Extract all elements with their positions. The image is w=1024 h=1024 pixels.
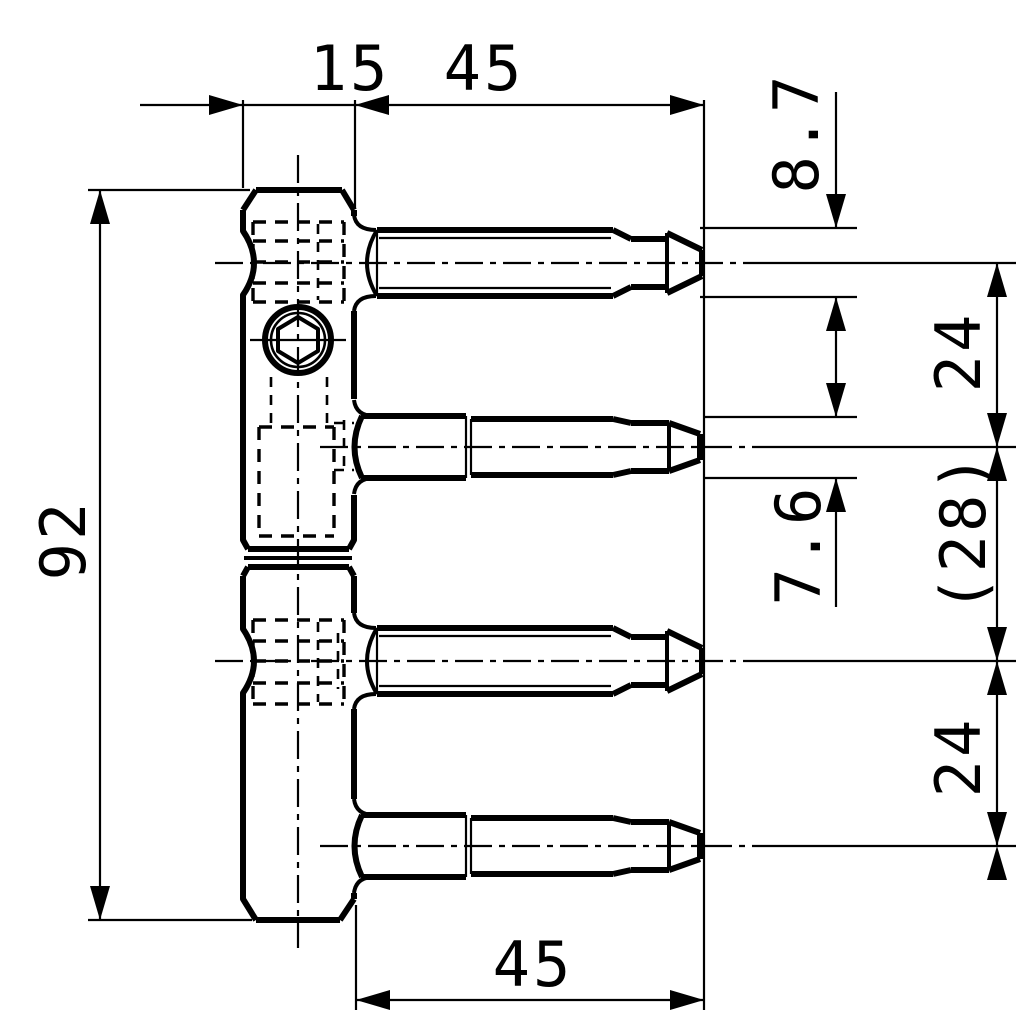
extension-line — [758, 261, 1016, 848]
hex-socket — [262, 304, 334, 376]
knurl-lower-hidden — [251, 618, 346, 706]
hex-bore-hidden — [269, 377, 329, 427]
arrowhead — [356, 990, 390, 1010]
socket-outer-circle — [262, 304, 334, 376]
dimension-left: 92 — [27, 188, 252, 922]
arrowhead — [826, 194, 846, 228]
arrowhead — [355, 95, 389, 115]
arrowhead — [826, 297, 846, 331]
socket-inner-circle — [269, 311, 327, 369]
pin-3-threaded — [352, 612, 705, 710]
arrowhead — [670, 95, 704, 115]
arrowhead — [987, 812, 1007, 846]
arrowhead — [826, 478, 846, 512]
arrowhead — [90, 886, 110, 920]
dimension-bottom: 45 — [354, 905, 704, 1010]
dim-label-body-length: 92 — [27, 500, 100, 581]
hinge-body-outline — [240, 187, 357, 923]
dimension-pin2-diameter: 7.6 — [704, 383, 857, 605]
hex-recess — [276, 315, 320, 365]
arrowhead — [987, 413, 1007, 447]
dim-label-spacing-bottom: 24 — [922, 717, 995, 798]
arrowhead — [670, 990, 704, 1010]
dim-label-spacing-top: 24 — [922, 312, 995, 393]
arrowhead — [209, 95, 243, 115]
knurl-upper-hidden — [251, 220, 346, 304]
dim-label-spacing-middle: (28) — [927, 451, 1000, 612]
arrowhead — [987, 846, 1007, 880]
pin-2-smooth — [351, 399, 703, 495]
arrowhead — [90, 190, 110, 224]
dim-label-pin-length-top: 45 — [444, 32, 525, 105]
dimension-top: 15 45 — [140, 32, 706, 1010]
arrowhead — [987, 661, 1007, 695]
extension-line — [700, 226, 857, 299]
dim-label-pin-length-bottom: 45 — [493, 928, 574, 1001]
arrowhead — [826, 383, 846, 417]
arrowhead — [987, 263, 1007, 297]
pin-4-smooth — [351, 798, 703, 894]
extension-line — [704, 415, 857, 480]
dimension-pin-spacing: 24 (28) 24 — [758, 261, 1016, 880]
hidden-slot-middle — [257, 420, 354, 538]
arrowhead — [987, 627, 1007, 661]
dim-label-body-width: 15 — [310, 32, 391, 105]
dim-label-pin1-diameter: 8.7 — [760, 73, 833, 194]
dimension-pin1-diameter: 8.7 — [700, 73, 857, 607]
pin-1-threaded — [352, 214, 705, 312]
dim-label-pin2-diameter: 7.6 — [762, 485, 835, 606]
arrowhead — [987, 447, 1007, 481]
